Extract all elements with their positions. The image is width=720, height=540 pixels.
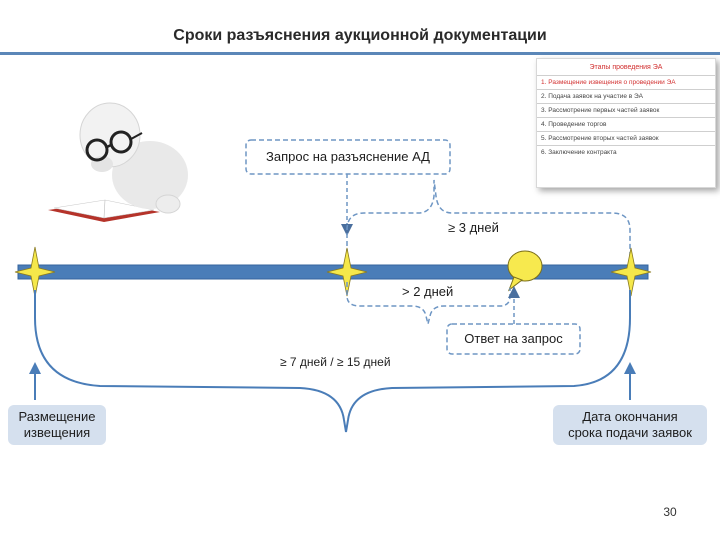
- inset-header: Этапы проведения ЭА: [589, 64, 663, 71]
- star-request-icon: [326, 247, 368, 297]
- interval-gt2-label: > 2 дней: [402, 284, 454, 299]
- interval-total-label: ≥ 7 дней / ≥ 15 дней: [280, 355, 391, 369]
- inset-item: 1. Размещение извещения о проведении ЭА: [537, 75, 715, 89]
- brace-total: [34, 290, 631, 433]
- request-box: [245, 139, 451, 175]
- inset-item: 3. Рассмотрение первых частей заявок: [537, 103, 715, 117]
- star-placement-icon: [14, 246, 56, 298]
- deadline-arrow-icon: [624, 362, 636, 374]
- brace-min3: [346, 179, 631, 262]
- answer-bubble-icon: [507, 250, 543, 292]
- reading-person-illustration: [48, 102, 188, 222]
- page-number: 30: [663, 505, 677, 519]
- placement-label-line1: Размещение: [18, 409, 96, 424]
- placement-label-line2: извещения: [23, 425, 91, 440]
- page-title: Сроки разъяснения аукционной документаци…: [173, 27, 547, 44]
- interval-min3-label: ≥ 3 дней: [448, 220, 499, 235]
- inset-item: 6. Заключение контракта: [537, 145, 715, 159]
- inset-item: 2. Подача заявок на участие в ЭА: [537, 89, 715, 103]
- inset-item: 4. Проведение торгов: [537, 117, 715, 131]
- deadline-box: [553, 405, 707, 445]
- deadline-label-line1: Дата окончания: [582, 409, 678, 424]
- brace-gt2: [346, 282, 511, 325]
- deadline-label: Дата окончания срока подачи заявок: [553, 409, 707, 441]
- placement-box: [8, 405, 106, 445]
- stages-inset: Этапы проведения ЭА 1. Размещение извеще…: [536, 58, 716, 188]
- inset-item: 5. Рассмотрение вторых частей заявок: [537, 131, 715, 145]
- star-deadline-icon: [610, 247, 652, 297]
- placement-label: Размещение извещения: [8, 409, 106, 441]
- answer-arrow-icon: [508, 286, 520, 298]
- placement-arrow-icon: [29, 362, 41, 374]
- request-label: Запрос на разъяснение АД: [266, 149, 430, 164]
- title-divider: [0, 52, 720, 55]
- answer-box: [446, 323, 581, 355]
- answer-label: Ответ на запрос: [464, 331, 563, 346]
- deadline-label-line2: срока подачи заявок: [568, 425, 692, 440]
